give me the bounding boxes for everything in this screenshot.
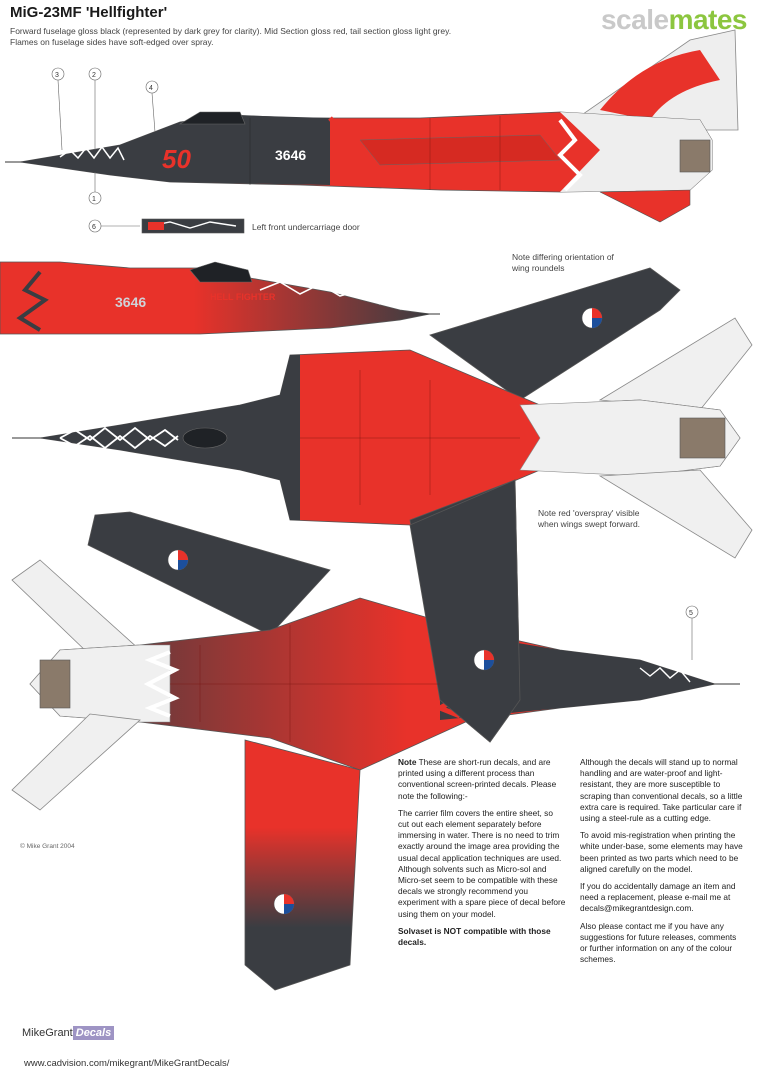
door-label: Left front undercarriage door	[252, 222, 360, 232]
footer-brand-name: MikeGrant	[22, 1027, 73, 1039]
copyright-text: © Mike Grant 2004	[20, 843, 75, 850]
notes-para-1-text: These are short-run decals, and are prin…	[398, 757, 557, 801]
callout-3: 3	[55, 72, 59, 79]
footer-brand-tag: Decals	[72, 1026, 115, 1040]
watermark-logo: scalemates	[600, 4, 748, 36]
hell-fighter-text: HELL FIGHTER	[210, 292, 276, 302]
notes-para-6: If you do accidentally damage an item an…	[580, 881, 736, 914]
side2-serial-3646: 3646	[115, 294, 146, 310]
roundel-lower-wing	[273, 893, 295, 915]
roundel-left-wing	[167, 549, 189, 571]
notes-para-7: Also please contact me if you have any s…	[580, 920, 737, 965]
notes-para-3: Solvaset is NOT compatible with those de…	[398, 926, 566, 948]
side-profile-left: 50 3646	[5, 29, 739, 223]
page-title: MiG-23MF 'Hellfighter'	[10, 4, 168, 21]
roundels-note: Note differing orientation of wing round…	[512, 252, 614, 273]
overspray-note: Note red 'overspray' visible when wings …	[538, 508, 641, 529]
side-number-50: 50	[162, 144, 191, 174]
callout-5: 5	[689, 610, 693, 617]
note-label: Note	[398, 757, 417, 767]
notes-column-right: Although the decals will stand up to nor…	[580, 757, 745, 971]
notes-para-4: Although the decals will stand up to nor…	[580, 757, 743, 824]
callout-4: 4	[149, 85, 153, 92]
notes-column-left: Note These are short-run decals, and are…	[398, 757, 566, 954]
side-profile-right: 3646 HELL FIGHTER	[0, 261, 440, 335]
footer-url-link[interactable]: www.cadvision.com/mikegrant/MikeGrantDec…	[24, 1058, 230, 1069]
notes-para-5: To avoid mis-registration when printing …	[580, 830, 743, 874]
roundel-upper-wing	[581, 307, 603, 329]
watermark-part1: scale	[600, 4, 669, 35]
side-serial-3646: 3646	[275, 147, 306, 163]
intro-text: Forward fuselage gloss black (represente…	[10, 26, 452, 47]
notes-para-1: Note These are short-run decals, and are…	[398, 757, 566, 802]
solvaset-warning: Solvaset is NOT compatible with those de…	[398, 925, 551, 948]
callout-2: 2	[92, 72, 96, 79]
bottom-view	[11, 479, 740, 991]
roundel-right-wing	[473, 649, 495, 671]
callout-1: 1	[92, 196, 96, 203]
notes-para-2: The carrier film covers the entire sheet…	[398, 807, 566, 919]
callout-markers	[51, 67, 699, 660]
callout-6: 6	[92, 224, 96, 231]
